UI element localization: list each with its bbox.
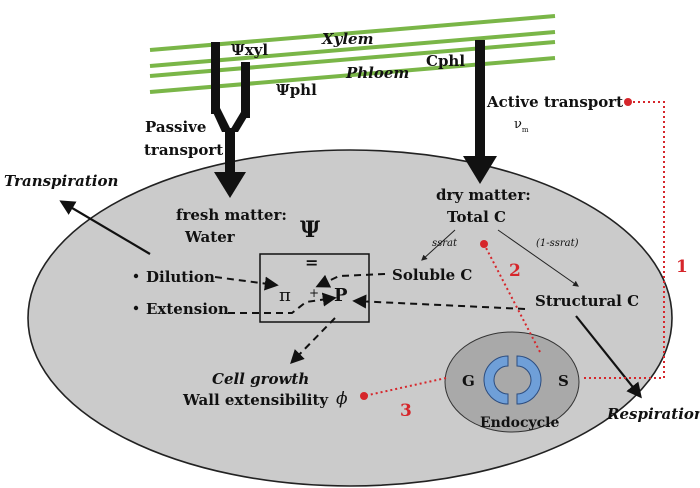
link-3-dot: [360, 392, 368, 400]
psi-symbol: Ψ: [300, 217, 320, 243]
cell-body: [27, 149, 673, 487]
s-phase-label: S: [558, 372, 569, 390]
respiration-label: Respiration: [606, 405, 700, 423]
xylem-label: Xylem: [321, 30, 373, 48]
turgor-box: [259, 253, 370, 323]
pi-symbol: π: [279, 285, 291, 306]
fresh-matter-label: fresh matter:: [176, 206, 287, 224]
nucleus: [444, 331, 580, 433]
cphl-label: Cphl: [426, 52, 465, 70]
active-transport-arrow: [463, 40, 497, 184]
wall-extensibility-label: Wall extensibility: [182, 391, 329, 409]
link-1-dot: [624, 98, 632, 106]
p-symbol: P: [334, 285, 348, 306]
arrow-to-structural: [497, 229, 579, 287]
dry-matter-label: dry matter:: [436, 186, 531, 204]
red-links: [363, 101, 665, 397]
cell-growth-label: Cell growth: [212, 370, 309, 388]
psi-phl-label: Ψphl: [276, 81, 317, 99]
dashed-arrows: [214, 273, 526, 365]
link-3-label: 3: [400, 401, 412, 421]
structural-c-label: Structural C: [535, 292, 639, 310]
extension-label: Extension: [146, 300, 229, 318]
vm-label: νm: [514, 117, 529, 134]
water-label: Water: [184, 228, 236, 246]
plus-sign: +: [309, 286, 319, 300]
respiration-arrow: [575, 315, 642, 399]
endocycle-icon: [483, 355, 542, 405]
link-1-label: 1: [676, 257, 688, 277]
passive-transport-label-1: Passive: [145, 118, 206, 136]
active-transport-label: Active transport: [486, 93, 623, 111]
arrow-to-soluble: [421, 229, 456, 261]
transpiration-label: Transpiration: [4, 172, 118, 190]
soluble-c-label: Soluble C: [392, 266, 472, 284]
psi-xyl-label: Ψxyl: [231, 41, 268, 59]
g-phase-label: G: [462, 372, 475, 390]
transpiration-arrow: [59, 200, 151, 255]
equals-sign: =: [305, 253, 318, 272]
total-c-label: Total C: [447, 208, 506, 226]
endocycle-label: Endocycle: [480, 415, 559, 431]
one-minus-ssrat-label: (1-ssrat): [536, 238, 579, 249]
dilution-bullet: [133, 273, 139, 279]
passive-transport-arrow: [211, 42, 250, 198]
passive-transport-label-2: transport: [144, 141, 223, 159]
link-2-dot: [480, 240, 488, 248]
dilution-label: Dilution: [146, 268, 215, 286]
link-2-label: 2: [509, 261, 521, 281]
ssrat-label: ssrat: [432, 238, 458, 249]
phloem-label: Phloem: [345, 64, 409, 82]
phi-symbol: ϕ: [336, 389, 348, 409]
extension-bullet: [133, 305, 139, 311]
